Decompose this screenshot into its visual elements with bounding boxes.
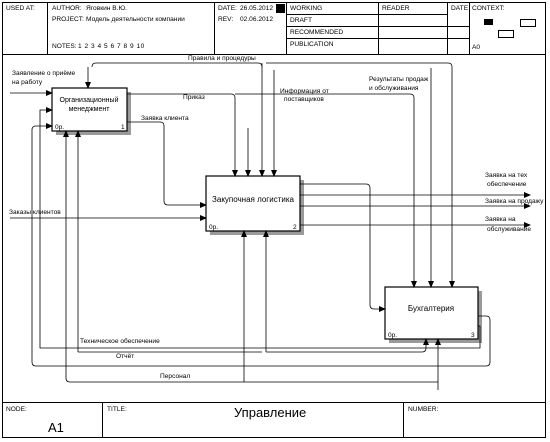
node-label: NODE: (6, 406, 27, 413)
diagram-title: Управление (234, 405, 307, 420)
function-box-purchasing-logistics[interactable]: Закупочная логистика 0р. 2 (205, 175, 301, 232)
node-value: A1 (48, 420, 64, 435)
box-cost: 0р. (388, 332, 397, 339)
divider (102, 402, 103, 438)
context-box (498, 30, 514, 38)
divider (214, 2, 215, 54)
label-supplier-info: Информация от (280, 88, 329, 95)
label-order: Приказ (183, 94, 205, 101)
function-box-org-management[interactable]: Организационный менеджмент 0р. 1 (51, 87, 128, 132)
divider (447, 2, 448, 54)
label-client-request: Заявка клиента (141, 115, 189, 122)
label-statement: на работу (12, 78, 43, 86)
arrow-order (127, 93, 238, 177)
label-sale-req: Заявка на продажу (485, 198, 544, 205)
label-tech-req: обеспечение (487, 180, 527, 188)
working-status-marker (276, 4, 285, 13)
label-service-req: обслуживание (487, 225, 531, 233)
label-sales-results: и обслуживания (369, 84, 419, 92)
label-report: Отчёт (116, 353, 134, 360)
function-box-accounting[interactable]: Бухгалтерия 0р. 3 (384, 286, 479, 340)
status-working: WORKING (290, 5, 323, 12)
box-label: менеджмент (69, 106, 111, 113)
context-selected-box (484, 19, 493, 25)
header-block: USED AT: AUTHOR: Яговкин В.Ю. PROJECT: М… (0, 0, 546, 56)
divider (47, 2, 48, 54)
box-label: Закупочная логистика (212, 195, 294, 204)
divider (2, 2, 546, 3)
label-sales-results: Результаты продаж (369, 76, 429, 83)
divider (286, 14, 447, 15)
divider (378, 2, 379, 54)
box-number: 2 (293, 224, 297, 231)
label-staff: Персонал (160, 373, 190, 380)
used-at-label: USED AT: (6, 5, 35, 12)
rev-value: 02.06.2012 (240, 16, 274, 23)
rev-label: REV: (218, 16, 234, 23)
date-value: 26.05.2012 (240, 5, 274, 12)
reader-date-label: DATE (451, 5, 469, 12)
arrow-to-accounting (300, 183, 386, 312)
label-service-req: Заявка на (485, 216, 516, 223)
arrow-report-2 (39, 107, 481, 349)
project-label: PROJECT: (52, 16, 84, 23)
number-label: NUMBER: (408, 406, 439, 413)
label-tech-req: Заявка на тех (485, 172, 528, 179)
label-client-orders: Заказы клиентов (9, 209, 61, 216)
arrow-rules-branch (91, 62, 263, 68)
label-rules: Правила и процедуры (188, 55, 256, 62)
divider (2, 402, 546, 403)
notes-label: NOTES: (52, 43, 77, 50)
box-number: 3 (471, 332, 475, 339)
date-label: DATE: (218, 5, 237, 12)
author-label: AUTHOR: (52, 5, 82, 12)
box-label: Организационный (60, 96, 119, 104)
label-supplier-info: поставщиков (284, 96, 324, 103)
title-label: TITLE: (107, 406, 127, 413)
label-tech-support: Техническое обеспечение (80, 337, 160, 345)
context-label: CONTEXT: (472, 5, 505, 12)
arrow-client-request (127, 121, 207, 208)
status-recommended: RECOMMENDED (290, 29, 344, 36)
reader-label: READER (382, 5, 410, 12)
divider (286, 26, 469, 27)
divider (403, 402, 404, 438)
context-node: A0 (472, 44, 481, 51)
context-box (520, 19, 536, 27)
author-value: Яговкин В.Ю. (86, 5, 127, 12)
arrow-rules-to-acc (266, 62, 455, 288)
arrow-report (31, 123, 491, 367)
divider (2, 54, 546, 55)
status-draft: DRAFT (290, 17, 312, 24)
label-statement: Заявление о приёме (12, 70, 76, 77)
box-cost: 0р. (209, 224, 218, 231)
box-label: Бухгалтерия (408, 304, 454, 313)
divider (469, 2, 470, 54)
box-number: 1 (121, 124, 125, 131)
arrow-staff-org (63, 130, 438, 383)
arrow-order-to-acc (235, 93, 417, 288)
notes-value: 1 2 3 4 5 6 7 8 9 10 (78, 43, 145, 50)
divider (286, 38, 469, 39)
project-value: Модель деятельности компании (86, 16, 185, 23)
box-cost: 0р. (55, 124, 64, 131)
status-publication: PUBLICATION (290, 41, 334, 48)
divider (286, 2, 287, 54)
